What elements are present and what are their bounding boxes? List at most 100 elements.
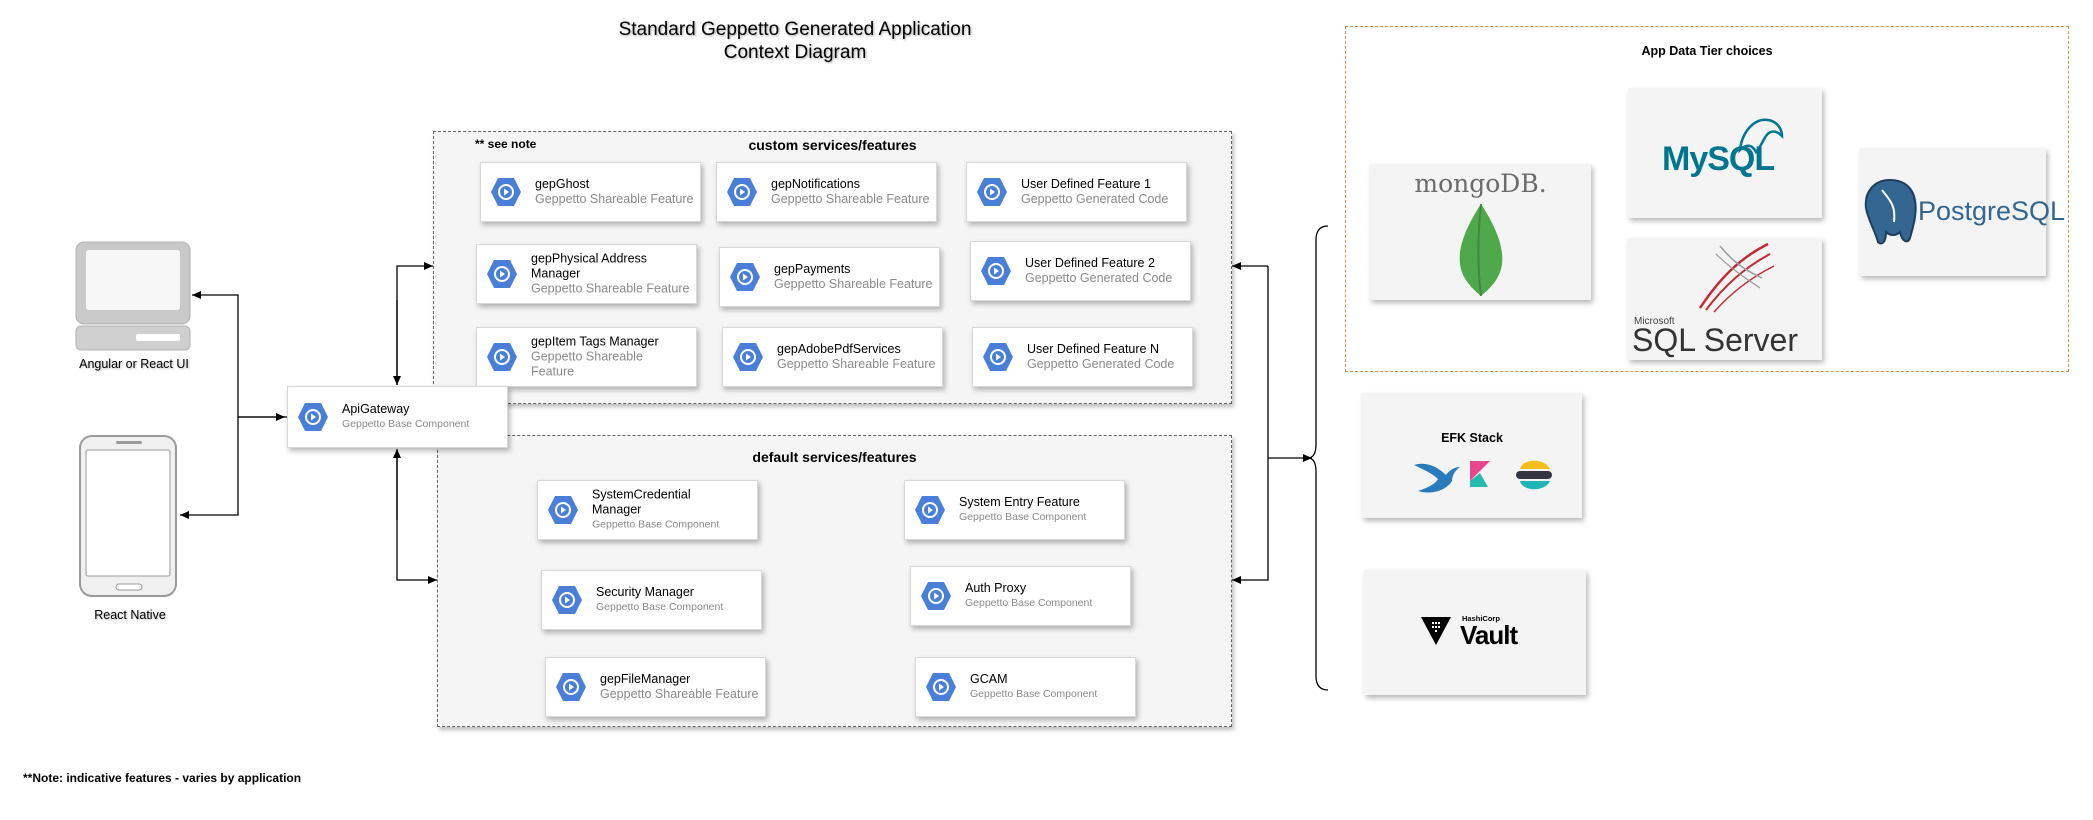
service-type: Geppetto Base Component: [970, 688, 1098, 700]
service-name: Security Manager: [596, 585, 694, 599]
service-type: Geppetto Base Component: [592, 518, 720, 531]
service-icon: [552, 586, 582, 614]
service-type: Geppetto Base Component: [596, 601, 724, 613]
service-icon: [491, 178, 521, 206]
custom-services-title: custom services/features: [748, 137, 917, 153]
service-type: Geppetto Base Component: [965, 597, 1093, 609]
service-type: Geppetto Shareable Feature: [535, 192, 694, 206]
efk-stack-title: EFK Stack: [1441, 431, 1503, 445]
elasticsearch-icon: [1516, 460, 1552, 490]
see-note-marker: ** see note: [475, 137, 537, 151]
desktop-client-label: Angular or React UI: [79, 357, 189, 371]
desktop-icon: [75, 241, 191, 351]
service-icon: [981, 257, 1011, 285]
service-icon: [730, 263, 760, 291]
postgresql-wordmark: PostgreSQL: [1918, 196, 2066, 226]
service-name: User Defined Feature 1: [1021, 177, 1151, 191]
mysql-logo-card: MySQL: [1628, 88, 1822, 218]
service-type: Geppetto Shareable Feature: [531, 349, 643, 379]
service-name: gepGhost: [535, 177, 590, 191]
service-icon: [487, 260, 517, 288]
vault-wordmark: Vault: [1460, 620, 1518, 650]
mongodb-wordmark: mongoDB.: [1414, 169, 1547, 198]
diagram-title: Standard Geppetto Generated Application …: [560, 18, 1030, 64]
service-name: GCAM: [970, 672, 1008, 686]
mongodb-logo-card: mongoDB.: [1370, 164, 1591, 300]
service-name: gepNotifications: [771, 177, 860, 191]
gateway-icon: [298, 403, 328, 431]
service-type: Geppetto Shareable Feature: [771, 192, 930, 206]
fluentd-bird-icon: [1414, 463, 1460, 493]
service-icon: [977, 178, 1007, 206]
sql-server-icon: [1698, 242, 1775, 313]
service-icon: [915, 496, 945, 524]
service-type: Geppetto Generated Code: [1025, 271, 1173, 285]
service-icon: [983, 343, 1013, 371]
service-name: Auth Proxy: [965, 581, 1027, 595]
desktop-client: [74, 240, 194, 352]
mysql-wordmark: MySQL: [1662, 140, 1775, 178]
gateway-name: ApiGateway: [342, 402, 410, 416]
service-name: gepAdobePdfServices: [777, 342, 901, 356]
gateway-type: Geppetto Base Component: [342, 418, 470, 430]
sql-server-brand: Microsoft: [1634, 316, 1675, 327]
mongodb-leaf-icon: [1459, 203, 1503, 297]
service-type: Geppetto Shareable Feature: [777, 357, 936, 371]
data-tier-title: App Data Tier choices: [1641, 44, 1773, 58]
kibana-icon: [1470, 461, 1490, 487]
smartphone-icon: [79, 435, 177, 597]
service-icon: [556, 673, 586, 701]
service-type: Geppetto Generated Code: [1021, 192, 1169, 206]
service-icon: [487, 343, 517, 371]
service-name: User Defined Feature N: [1027, 342, 1160, 356]
service-icon: [733, 343, 763, 371]
service-name: gepFileManager: [600, 672, 691, 686]
sql-server-logo-card: Microsoft SQL Server: [1628, 238, 1822, 360]
service-name: gepItem Tags Manager: [531, 334, 659, 349]
vault-brand: HashiCorp: [1462, 614, 1500, 623]
service-name: User Defined Feature 2: [1025, 256, 1155, 270]
footnote: **Note: indicative features - varies by …: [23, 771, 302, 785]
service-type: Geppetto Shareable Feature: [531, 281, 690, 296]
service-card-gcam[interactable]: GCAM Geppetto Base Component: [915, 657, 1136, 717]
service-type: Geppetto Shareable Feature: [774, 277, 933, 291]
postgresql-logo-card: PostgreSQL: [1860, 148, 2065, 276]
mysql-dolphin-icon: [1738, 118, 1784, 154]
service-name: System Entry Feature: [959, 495, 1080, 509]
postgresql-elephant-icon: [1864, 178, 1917, 245]
diagram-title-line1: Standard Geppetto Generated Application: [618, 19, 972, 40]
sql-server-wordmark: SQL Server: [1632, 322, 1798, 358]
mobile-client-label: React Native: [94, 608, 166, 622]
vault-triangle-icon: [1421, 617, 1451, 645]
vault-card: HashiCorp Vault: [1364, 570, 1586, 695]
service-name: gepPhysical Address Manager: [531, 251, 648, 281]
service-type: Geppetto Shareable Feature: [600, 687, 759, 701]
service-type: Geppetto Base Component: [959, 511, 1087, 523]
diagram-title-line2: Context Diagram: [723, 42, 867, 63]
efk-stack-card: EFK Stack: [1362, 393, 1582, 518]
service-type: Geppetto Generated Code: [1027, 357, 1175, 371]
service-icon: [926, 673, 956, 701]
mobile-client: [78, 434, 180, 598]
default-services-title: default services/features: [752, 449, 917, 465]
service-icon: [921, 582, 951, 610]
service-name: gepPayments: [774, 262, 851, 276]
service-icon: [727, 178, 757, 206]
service-name: SystemCredential Manager: [592, 487, 691, 517]
